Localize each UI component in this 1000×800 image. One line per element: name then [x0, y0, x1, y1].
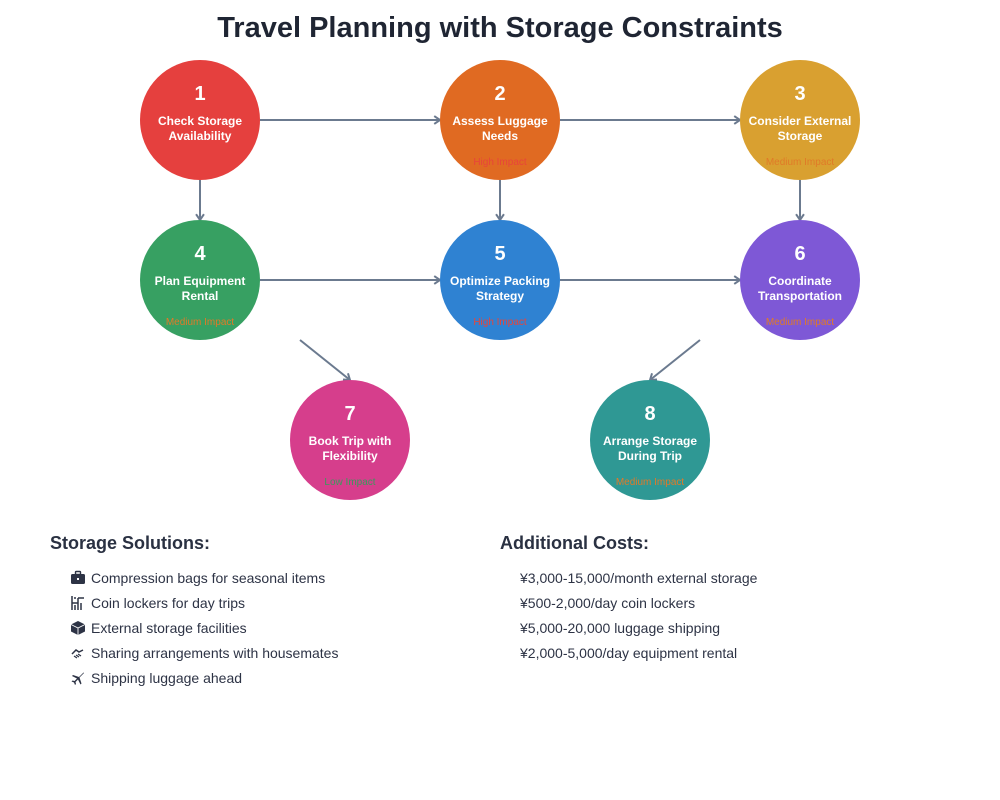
additional-costs-title: Additional Costs: [500, 533, 649, 553]
edge-arrow [649, 339, 701, 381]
list-item-text: ¥500-2,000/day coin lockers [520, 594, 696, 611]
list-item: ¥2,000-5,000/day equipment rental [520, 640, 757, 665]
step-circle [440, 60, 560, 180]
step-label: Arrange Storage [603, 434, 697, 448]
step-circle [740, 220, 860, 340]
list-item: ¥3,000-15,000/month external storage [520, 565, 757, 590]
step-label: Availability [169, 129, 232, 143]
edge-arrow [195, 180, 205, 221]
step-circle [290, 380, 410, 500]
step-circle [440, 220, 560, 340]
page-title: Travel Planning with Storage Constraints [217, 12, 783, 44]
list-item-text: Sharing arrangements with housemates [91, 644, 339, 661]
list-item: Coin lockers for day trips [70, 590, 338, 615]
list-item-text: ¥5,000-20,000 luggage shipping [520, 619, 721, 636]
step-label: Storage [778, 129, 823, 143]
step-circle [140, 60, 260, 180]
step-label: Needs [482, 129, 518, 143]
impact-label: Medium Impact [766, 157, 835, 168]
step-label: Assess Luggage [452, 114, 548, 128]
impact-label: High Impact [473, 157, 527, 168]
step-label: During Trip [618, 449, 682, 463]
impact-label: Medium Impact [616, 477, 685, 488]
step-number: 8 [644, 403, 655, 425]
step-label: Optimize Packing [450, 274, 550, 288]
step-number: 1 [194, 83, 205, 105]
edge-arrow [560, 115, 741, 125]
briefcase-icon [70, 570, 86, 586]
step-label: Transportation [758, 289, 842, 303]
airplane-icon [70, 670, 86, 686]
impact-label: Medium Impact [166, 317, 235, 328]
list-item: ¥5,000-20,000 luggage shipping [520, 615, 757, 640]
step-label: Strategy [476, 289, 524, 303]
step-label: Consider External [749, 114, 852, 128]
list-item-text: ¥2,000-5,000/day equipment rental [520, 644, 738, 661]
step-label: Coordinate [768, 274, 832, 288]
step-label: Book Trip with [309, 434, 392, 448]
list-item: Shipping luggage ahead [70, 665, 338, 690]
list-item-text: Shipping luggage ahead [91, 669, 243, 686]
step-label: Rental [182, 289, 219, 303]
edge-arrow [299, 339, 351, 381]
edge-arrow [260, 275, 441, 285]
step-number: 3 [794, 83, 805, 105]
list-item: External storage facilities [70, 615, 338, 640]
step-label: Flexibility [322, 449, 378, 463]
list-item: Sharing arrangements with housemates [70, 640, 338, 665]
package-icon [70, 620, 86, 636]
locker-icon [70, 595, 86, 611]
step-label: Check Storage [158, 114, 242, 128]
list-item: Compression bags for seasonal items [70, 565, 338, 590]
edge-arrow [795, 180, 805, 221]
handshake-icon [70, 645, 86, 661]
additional-costs-list: ¥3,000-15,000/month external storage ¥50… [520, 565, 757, 665]
step-number: 2 [494, 83, 505, 105]
list-item-text: Compression bags for seasonal items [91, 569, 326, 586]
list-item: ¥500-2,000/day coin lockers [520, 590, 757, 615]
list-item-text: External storage facilities [91, 619, 247, 636]
step-label: Plan Equipment [155, 274, 246, 288]
step-number: 7 [344, 403, 355, 425]
edge-arrow [260, 115, 441, 125]
impact-label: Medium Impact [766, 317, 835, 328]
step-number: 5 [494, 243, 505, 265]
edge-arrow [495, 180, 505, 221]
step-circle [740, 60, 860, 180]
storage-solutions-list: Compression bags for seasonal items Coin… [70, 565, 338, 690]
step-number: 6 [794, 243, 805, 265]
step-circle [590, 380, 710, 500]
storage-solutions-title: Storage Solutions: [50, 533, 211, 553]
impact-label: Low Impact [324, 477, 375, 488]
edge-arrow [560, 275, 741, 285]
impact-label: High Impact [473, 317, 527, 328]
list-item-text: ¥3,000-15,000/month external storage [520, 569, 758, 586]
list-item-text: Coin lockers for day trips [91, 594, 246, 611]
step-number: 4 [194, 243, 206, 265]
step-circle [140, 220, 260, 340]
